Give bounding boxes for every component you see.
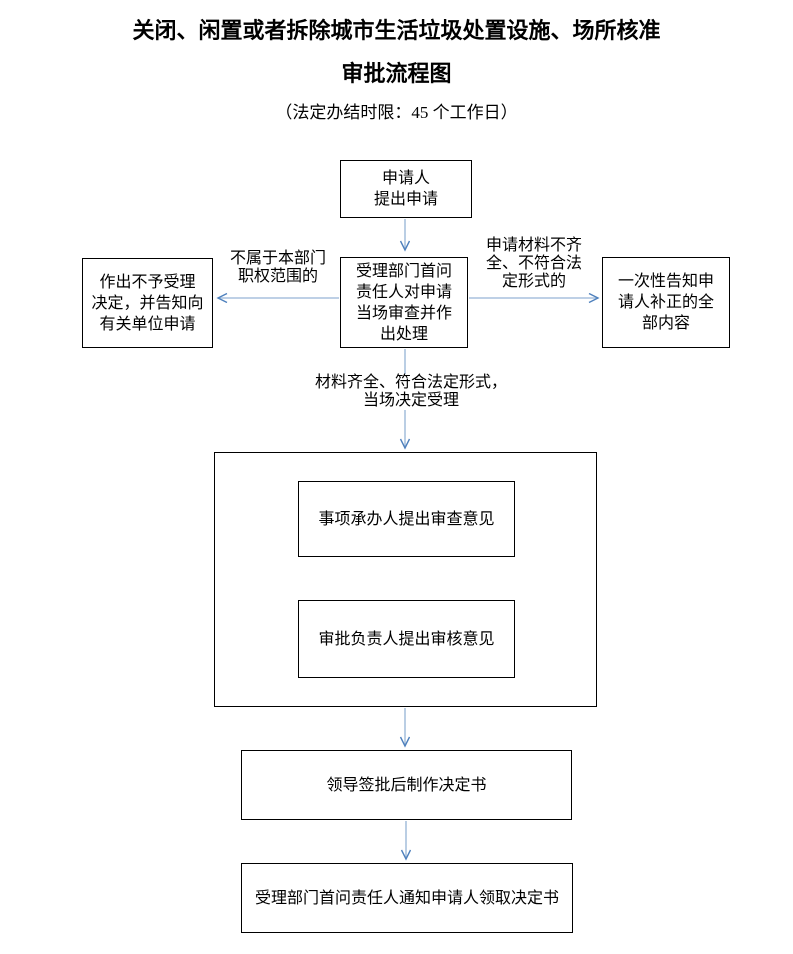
node-apply: 申请人 提出申请 xyxy=(340,160,472,218)
node-undertaker: 事项承办人提出审查意见 xyxy=(298,481,515,557)
page-title-line2: 审批流程图 xyxy=(341,61,452,86)
node-approver: 审批负责人提出审核意见 xyxy=(298,600,515,678)
node-collect: 受理部门首问责任人通知申请人领取决定书 xyxy=(241,863,573,933)
node-reject: 作出不予受理 决定，并告知向 有关单位申请 xyxy=(82,258,213,348)
node-review: 受理部门首问 责任人对申请 当场审查并作 出处理 xyxy=(340,257,468,348)
legal-deadline-note: （法定办结时限：45 个工作日） xyxy=(275,103,518,122)
node-decision: 领导签批后制作决定书 xyxy=(241,750,572,820)
page-title-line1: 关闭、闲置或者拆除城市生活垃圾处置设施、场所核准 xyxy=(132,18,661,43)
edge-label-complete: 材料齐全、符合法定形式， 当场决定受理 xyxy=(293,374,529,410)
edge-label-not-in-scope: 不属于本部门 职权范围的 xyxy=(221,250,335,286)
node-supplement: 一次性告知申 请人补正的全 部内容 xyxy=(602,257,730,348)
edge-label-incomplete: 申请材料不齐 全、不符合法 定形式的 xyxy=(477,237,591,291)
